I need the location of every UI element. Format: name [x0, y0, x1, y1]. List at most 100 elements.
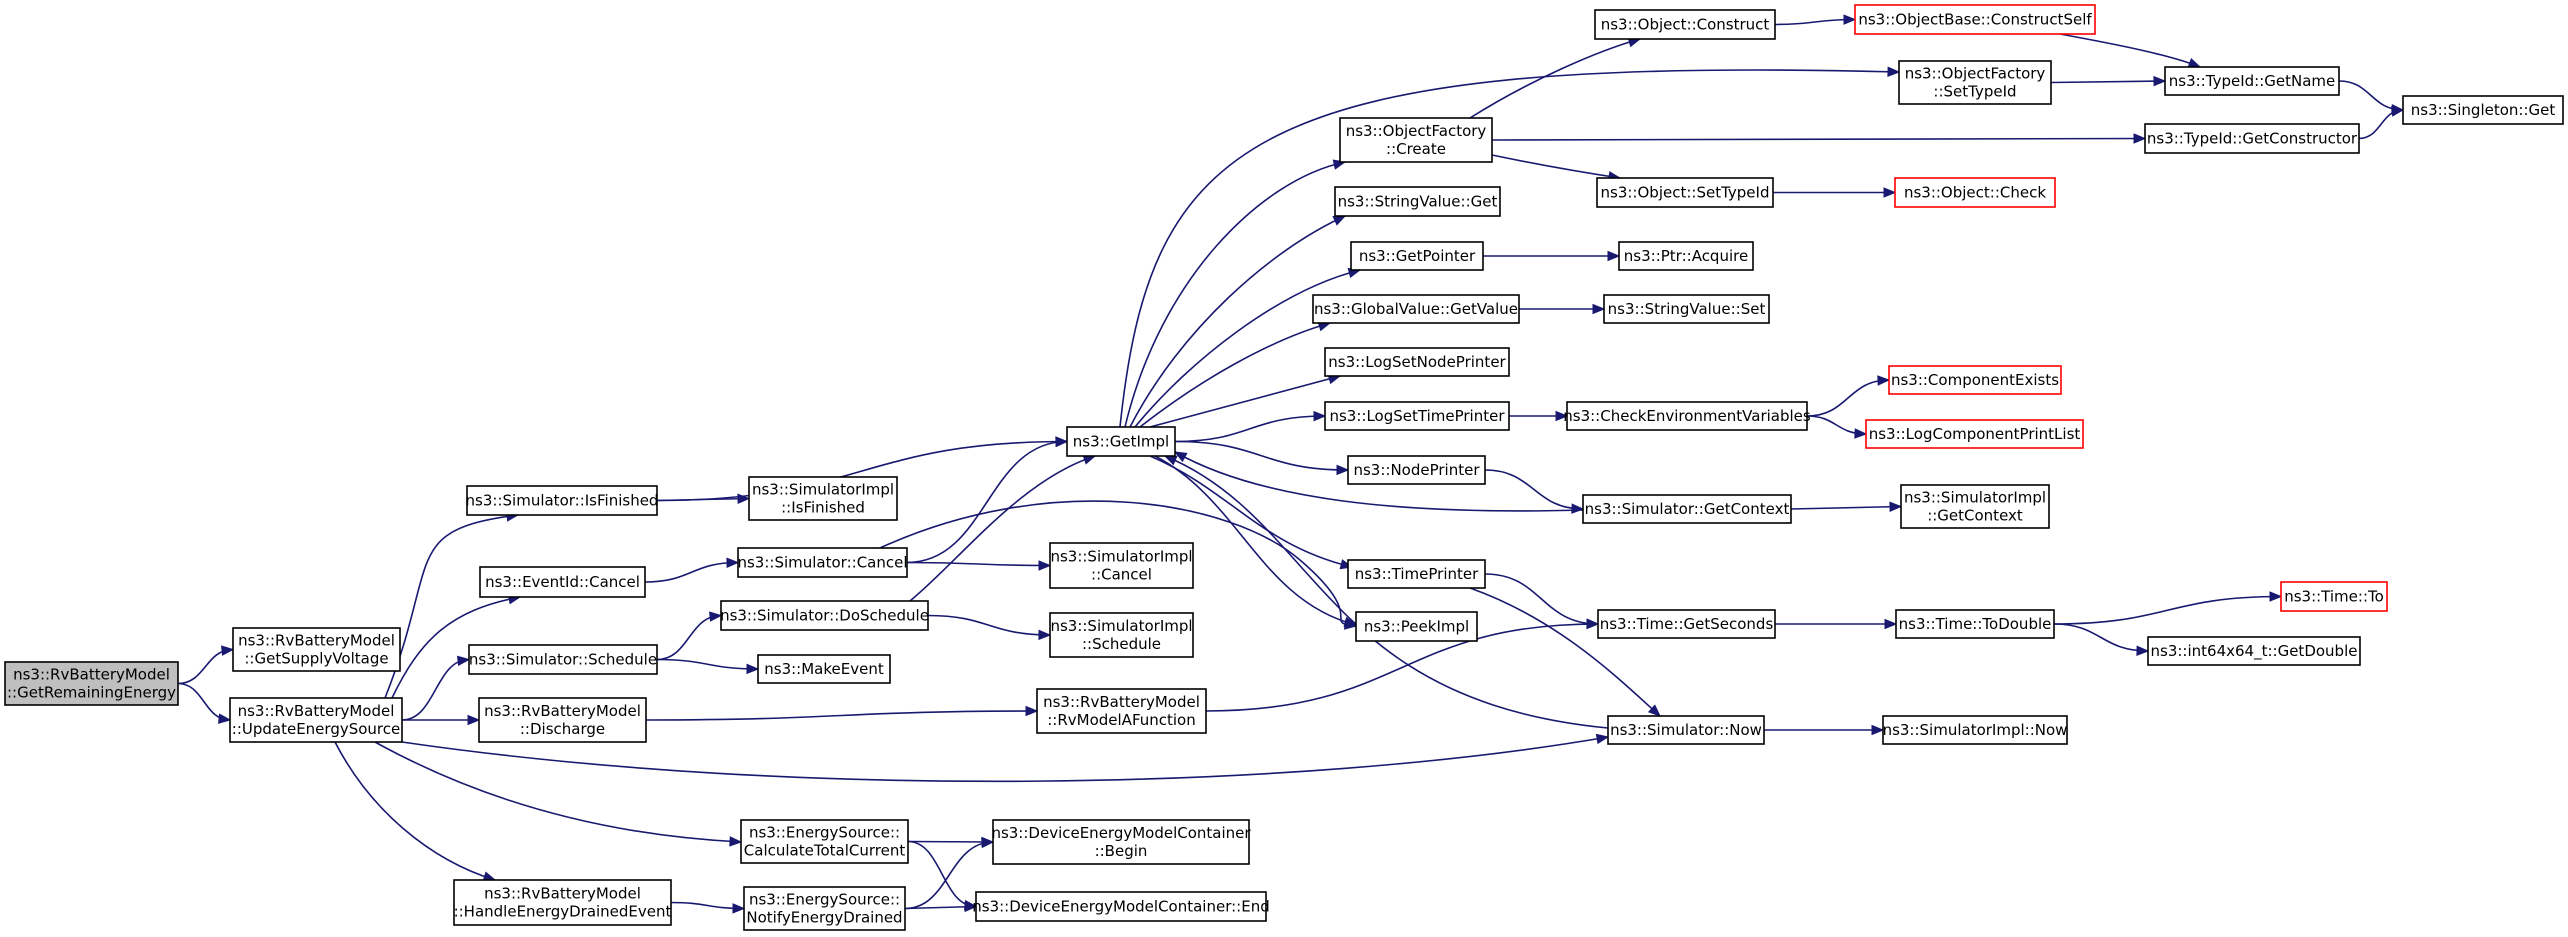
node-box	[1603, 294, 1770, 324]
node-getSupplyVoltage[interactable]: ns3::RvBatteryModel::GetSupplyVoltage	[232, 627, 401, 672]
edge-line	[906, 440, 1068, 564]
node-box	[1312, 294, 1520, 324]
node-logSetNodePrinter[interactable]: ns3::LogSetNodePrinter	[1324, 347, 1510, 377]
edge-arrowhead	[1038, 629, 1052, 641]
edge-arrowhead	[1647, 704, 1661, 717]
node-objFactorySetTypeId[interactable]: ns3::ObjectFactory::SetTypeId	[1898, 60, 2052, 105]
node-singletonGet[interactable]: ns3::Singleton::Get	[2402, 95, 2564, 125]
node-objSetTypeId[interactable]: ns3::Object::SetTypeId	[1596, 177, 1774, 208]
node-label: ns3::TypeId::GetName	[2169, 72, 2335, 90]
node-box	[1854, 4, 2096, 35]
node-timePrinter[interactable]: ns3::TimePrinter	[1347, 559, 1486, 589]
node-typeIdGetConstructor[interactable]: ns3::TypeId::GetConstructor	[2144, 123, 2360, 154]
edge-arrowhead	[1607, 250, 1621, 262]
edge-line	[904, 841, 994, 910]
edge-simCancel-to-getImpl	[906, 436, 1069, 564]
node-simImplNow[interactable]: ns3::SimulatorImpl::Now	[1882, 715, 2068, 745]
node-box	[748, 476, 898, 521]
node-ptrAcquire[interactable]: ns3::Ptr::Acquire	[1618, 241, 1754, 271]
node-label: ns3::Time::GetSeconds	[1600, 615, 1774, 633]
edge-objFactoryCreate-to-objSetTypeId	[1491, 154, 1622, 182]
node-objFactoryCreate[interactable]: ns3::ObjectFactory::Create	[1339, 117, 1493, 163]
edge-typeIdGetConstructor-to-singletonGet	[2358, 106, 2405, 140]
node-box	[992, 819, 1250, 865]
node-label: ::GetSupplyVoltage	[244, 650, 388, 668]
edge-line	[1174, 451, 1584, 512]
node-label: ns3::Simulator::GetContext	[1585, 500, 1790, 518]
node-timeToDouble[interactable]: ns3::Time::ToDouble	[1895, 609, 2055, 639]
node-getImpl[interactable]: ns3::GetImpl	[1066, 426, 1176, 457]
edge-arrowhead	[2133, 133, 2147, 144]
node-box	[1888, 365, 2062, 395]
node-simImplSchedule[interactable]: ns3::SimulatorImpl::Schedule	[1049, 612, 1194, 658]
edge-arrowhead	[981, 837, 995, 849]
node-objConstruct[interactable]: ns3::Object::Construct	[1594, 9, 1776, 40]
node-demcBegin[interactable]: ns3::DeviceEnergyModelContainer::Begin	[991, 819, 1251, 865]
node-simImplGetContext[interactable]: ns3::SimulatorImpl::GetContext	[1900, 484, 2050, 529]
node-updateEnergySource[interactable]: ns3::RvBatteryModel::UpdateEnergySource	[229, 697, 403, 743]
node-timeTo[interactable]: ns3::Time::To	[2280, 581, 2388, 612]
node-stringValueSet[interactable]: ns3::StringValue::Set	[1603, 294, 1770, 324]
node-simImplCancel[interactable]: ns3::SimulatorImpl::Cancel	[1049, 542, 1194, 589]
edge-arrowhead	[746, 663, 760, 675]
node-simNow[interactable]: ns3::Simulator::Now	[1607, 715, 1765, 745]
node-makeEvent[interactable]: ns3::MakeEvent	[757, 654, 891, 684]
node-calcTotalCurrent[interactable]: ns3::EnergySource::CalculateTotalCurrent	[740, 819, 909, 864]
edge-notifyDrained-to-demcBegin	[904, 837, 995, 910]
node-box	[229, 697, 403, 743]
node-stringValueGet[interactable]: ns3::StringValue::Get	[1334, 186, 1501, 217]
node-peekImpl[interactable]: ns3::PeekImpl	[1355, 611, 1478, 642]
node-box	[1566, 401, 1808, 431]
node-label: ns3::GetImpl	[1073, 433, 1169, 451]
node-int64GetDouble[interactable]: ns3::int64x64_t::GetDouble	[2147, 636, 2361, 666]
edge-calcTotalCurrent-to-demcEnd	[907, 840, 978, 911]
node-typeIdGetName[interactable]: ns3::TypeId::GetName	[2164, 66, 2340, 96]
node-timeGetSeconds[interactable]: ns3::Time::GetSeconds	[1597, 609, 1776, 639]
edge-arrowhead	[2187, 58, 2202, 68]
node-simCancel[interactable]: ns3::Simulator::Cancel	[737, 547, 908, 578]
node-simIsFinished[interactable]: ns3::Simulator::IsFinished	[466, 485, 659, 516]
node-demcEnd[interactable]: ns3::DeviceEnergyModelContainer::End	[972, 891, 1270, 922]
edge-updateEnergySource-to-handleDrained	[334, 741, 497, 882]
node-simSchedule[interactable]: ns3::Simulator::Schedule	[468, 644, 658, 675]
node-simGetContext[interactable]: ns3::Simulator::GetContext	[1582, 494, 1792, 524]
edge-line	[907, 840, 977, 908]
node-notifyDrained[interactable]: ns3::EnergySource::NotifyEnergyDrained	[743, 886, 906, 931]
edge-line	[2053, 623, 2149, 652]
node-discharge[interactable]: ns3::RvBatteryModel::Discharge	[478, 697, 647, 743]
node-logComponentPrintList[interactable]: ns3::LogComponentPrintList	[1865, 419, 2084, 449]
node-label: ::Begin	[1095, 842, 1148, 860]
edge-arrowhead	[1877, 375, 1891, 386]
node-eventIdCancel[interactable]: ns3::EventId::Cancel	[479, 566, 646, 598]
node-checkEnvVars[interactable]: ns3::CheckEnvironmentVariables	[1563, 401, 1811, 431]
edge-line	[1774, 18, 1856, 26]
node-box	[2144, 123, 2360, 154]
edge-getImpl-to-nodePrinter	[1174, 440, 1350, 476]
edge-getImpl-to-logSetNodePrinter	[1149, 374, 1342, 428]
node-box	[1596, 177, 1774, 208]
node-handleDrained[interactable]: ns3::RvBatteryModel::HandleEnergyDrained…	[453, 879, 672, 926]
node-getPointer[interactable]: ns3::GetPointer	[1350, 241, 1484, 271]
node-rvModelA[interactable]: ns3::RvBatteryModel::RvModelAFunction	[1036, 688, 1207, 734]
node-label: ::Discharge	[520, 720, 605, 738]
node-simDoSchedule[interactable]: ns3::Simulator::DoSchedule	[720, 600, 929, 631]
edge-line	[2053, 595, 2282, 625]
edge-line	[656, 440, 1068, 502]
node-nodePrinter[interactable]: ns3::NodePrinter	[1347, 455, 1486, 485]
node-logSetTimePrinter[interactable]: ns3::LogSetTimePrinter	[1324, 401, 1510, 431]
edge-arrowhead	[1871, 724, 1885, 736]
node-componentExists[interactable]: ns3::ComponentExists	[1888, 365, 2062, 395]
node-label: ns3::TimePrinter	[1355, 565, 1479, 583]
node-objCheck[interactable]: ns3::Object::Check	[1894, 177, 2056, 208]
node-box	[478, 697, 647, 743]
edge-line	[2050, 80, 2166, 84]
edge-arrowhead	[1883, 187, 1897, 198]
node-box	[2280, 581, 2388, 612]
edge-objBaseConstructSelf-to-typeIdGetName	[2059, 33, 2202, 68]
node-globalValueGetValue[interactable]: ns3::GlobalValue::GetValue	[1312, 294, 1520, 324]
edge-arrowhead	[1595, 733, 1610, 745]
node-label: ns3::StringValue::Set	[1608, 300, 1766, 318]
node-objBaseConstructSelf[interactable]: ns3::ObjectBase::ConstructSelf	[1854, 4, 2096, 35]
node-box	[737, 547, 908, 578]
node-simImplIsFinished[interactable]: ns3::SimulatorImpl::IsFinished	[748, 476, 898, 521]
